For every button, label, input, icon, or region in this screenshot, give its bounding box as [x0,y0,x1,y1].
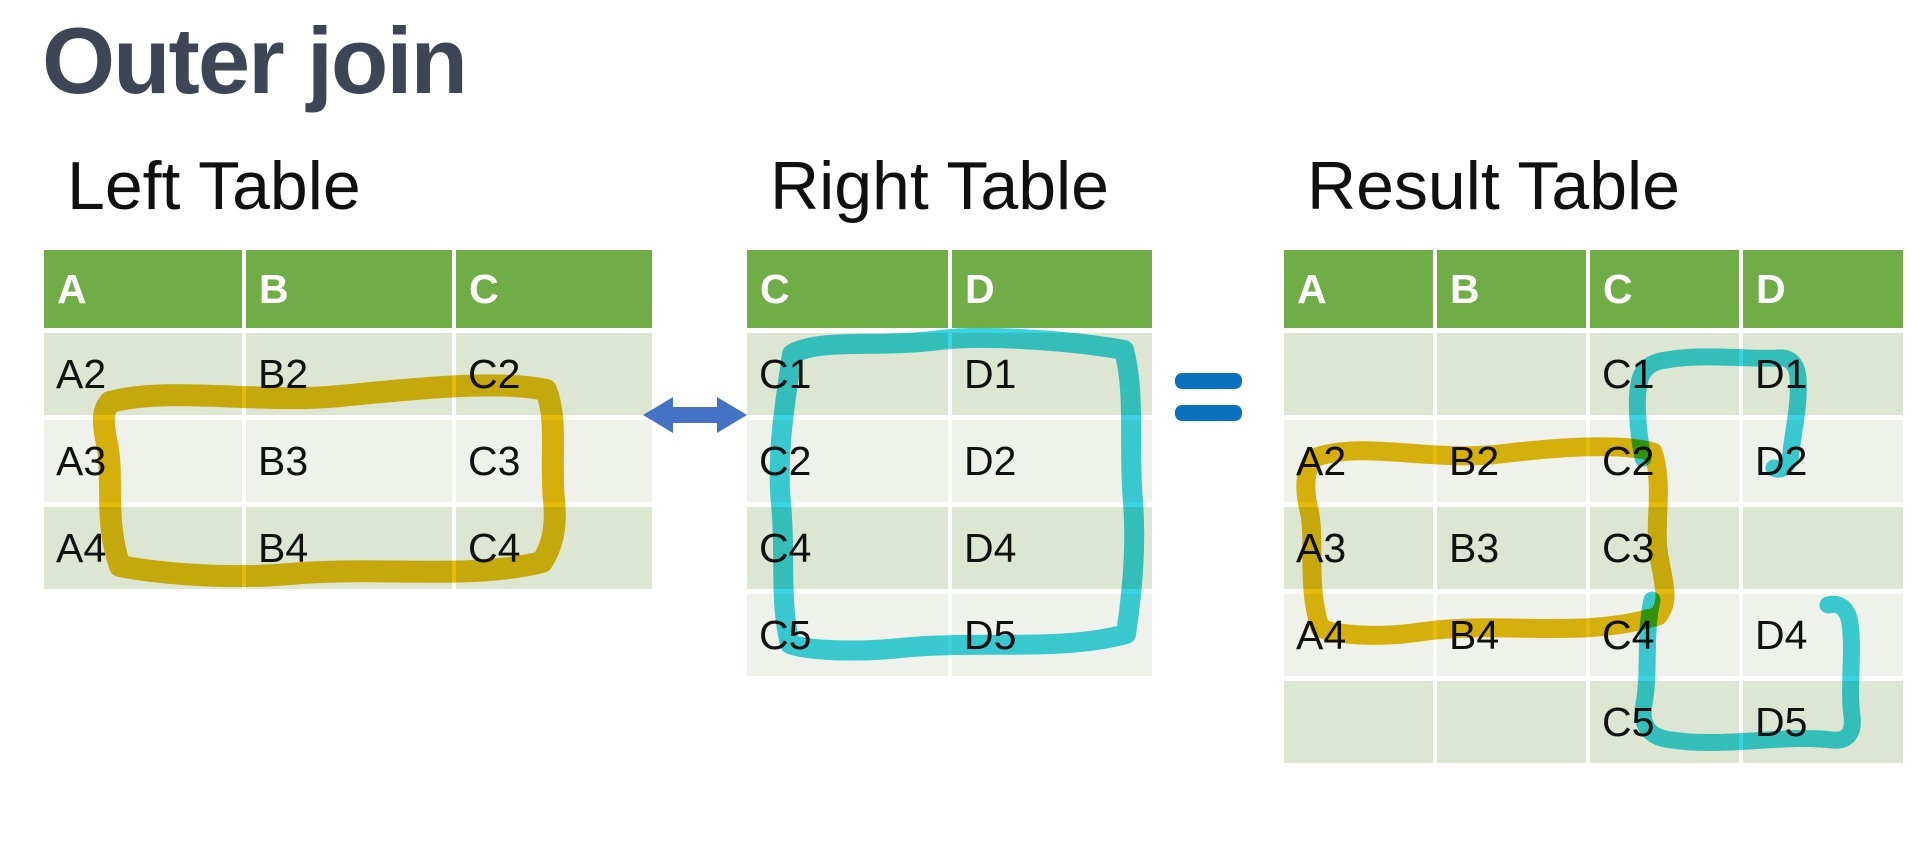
header-cell: A [44,250,242,328]
table-cell: C2 [1590,420,1739,502]
table-cell [1284,681,1433,763]
table-cell: A3 [44,420,242,502]
table-cell: D2 [952,420,1152,502]
left-table-label: Left Table [67,148,361,224]
table-cell: C5 [747,594,948,676]
right-table-label: Right Table [770,148,1109,224]
table-cell [1437,333,1586,415]
table-cell: B2 [246,333,452,415]
equals-icon-bottom-bar [1175,405,1242,421]
result-table-label: Result Table [1307,148,1680,224]
equals-icon-top-bar [1175,373,1242,389]
table-cell: A2 [1284,420,1433,502]
header-cell: C [1590,250,1739,328]
table-cell: D5 [1743,681,1903,763]
table-cell: A4 [44,507,242,589]
table-cell [1437,681,1586,763]
table-cell: D1 [952,333,1152,415]
table-cell: C2 [747,420,948,502]
table-cell: C4 [1590,594,1739,676]
table-cell: A2 [44,333,242,415]
table-cell: A4 [1284,594,1433,676]
table-cell: C1 [747,333,948,415]
table-cell: A3 [1284,507,1433,589]
header-cell: B [246,250,452,328]
table-cell: C3 [1590,507,1739,589]
header-cell: C [456,250,652,328]
header-cell: A [1284,250,1433,328]
header-cell: B [1437,250,1586,328]
header-cell: D [1743,250,1903,328]
table-cell: B3 [246,420,452,502]
table-cell: B3 [1437,507,1586,589]
table-cell: C5 [1590,681,1739,763]
table-cell: D2 [1743,420,1903,502]
header-cell: C [747,250,948,328]
table-cell [1743,507,1903,589]
table-cell: D4 [1743,594,1903,676]
page-title: Outer join [42,8,468,113]
table-cell: D1 [1743,333,1903,415]
table-cell: C4 [456,507,652,589]
table-cell: B2 [1437,420,1586,502]
table-cell: B4 [246,507,452,589]
table-cell: D4 [952,507,1152,589]
double-arrow-icon [643,397,747,433]
table-cell: C4 [747,507,948,589]
header-cell: D [952,250,1152,328]
table-cell: B4 [1437,594,1586,676]
table-cell: C1 [1590,333,1739,415]
table-cell [1284,333,1433,415]
table-cell: C3 [456,420,652,502]
table-cell: C2 [456,333,652,415]
table-cell: D5 [952,594,1152,676]
